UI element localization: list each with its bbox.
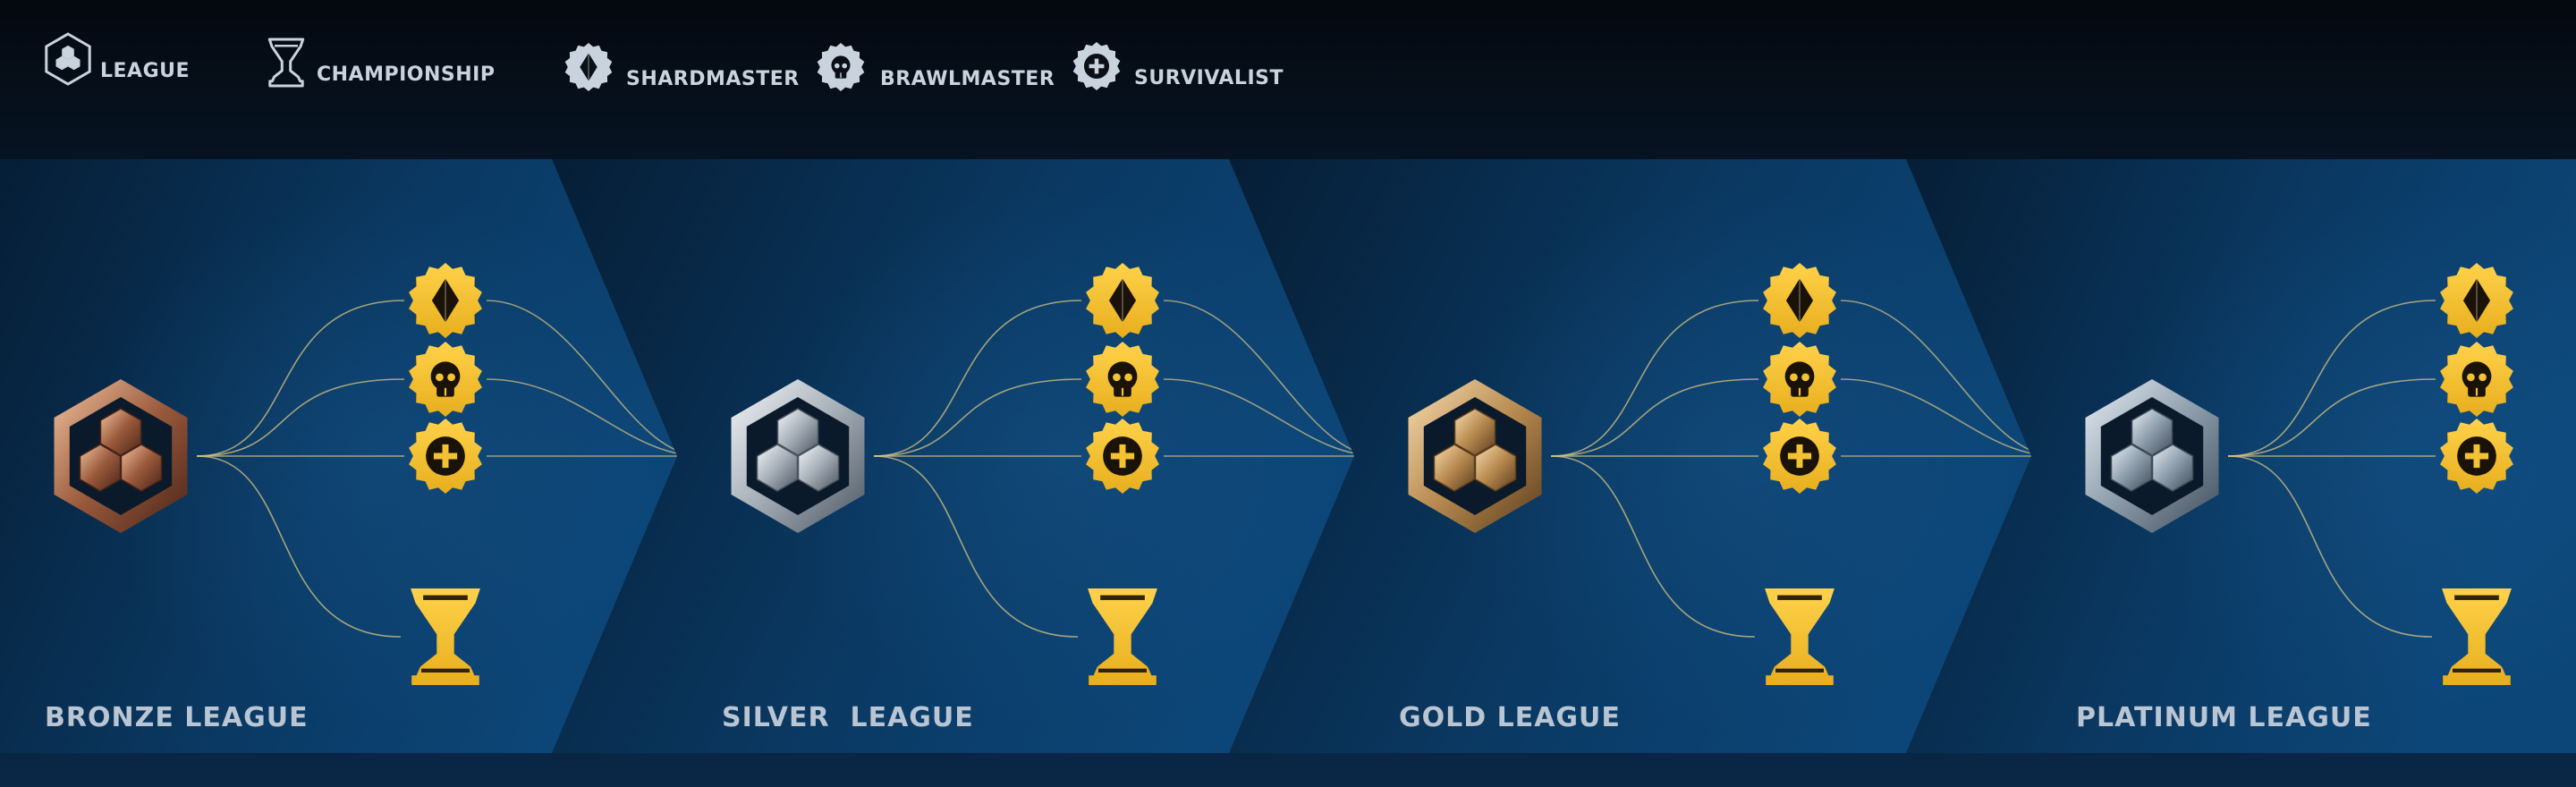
legend-label-survivalist: SURVIVALIST (1134, 67, 1284, 89)
legend-label-league: LEAGUE (100, 60, 191, 82)
championship-icon (267, 38, 305, 88)
league-panel-silver (552, 159, 1380, 753)
bronze-league-badge (54, 379, 188, 533)
league-icon (45, 32, 91, 86)
shardmaster-icon (2440, 263, 2513, 338)
platinum-league-badge (2085, 379, 2219, 533)
legend-label-brawlmaster: BRAWLMASTER (880, 68, 1055, 90)
championship-icon (1088, 588, 1157, 685)
reward-connectors (2227, 300, 2436, 638)
reward-connectors (1550, 300, 2057, 638)
silver-league-label: SILVER LEAGUE (722, 702, 974, 733)
survivalist-icon (2440, 419, 2513, 494)
brawlmaster-icon (1763, 342, 1836, 417)
league-panel-gold (1229, 159, 2057, 753)
legend-label-championship: CHAMPIONSHIP (317, 63, 496, 86)
shardmaster-icon (1086, 263, 1159, 338)
gold-league-label: GOLD LEAGUE (1399, 702, 1621, 733)
championship-icon (1765, 588, 1835, 685)
brawlmaster-icon (817, 43, 865, 91)
brawlmaster-icon (1086, 342, 1159, 417)
reward-connectors (873, 300, 1380, 638)
platinum-league-label: PLATINUM LEAGUE (2076, 702, 2372, 733)
championship-icon (2442, 588, 2512, 685)
shardmaster-icon (1763, 263, 1836, 338)
legend-bar (45, 32, 1121, 91)
survivalist-icon (1763, 419, 1836, 494)
survivalist-icon (409, 419, 482, 494)
gold-league-badge (1408, 379, 1542, 533)
shardmaster-icon (409, 263, 482, 338)
league-panel-bronze (0, 159, 703, 753)
shardmaster-icon (564, 43, 613, 91)
legend-label-shardmaster: SHARDMASTER (626, 68, 800, 90)
league-panel-platinum (1906, 159, 2576, 753)
survivalist-icon (1072, 42, 1121, 90)
survivalist-icon (1086, 419, 1159, 494)
bronze-league-label: BRONZE LEAGUE (45, 702, 309, 733)
brawlmaster-icon (409, 342, 482, 417)
silver-league-badge (731, 379, 865, 533)
league-panels (0, 159, 2576, 753)
brawlmaster-icon (2440, 342, 2513, 417)
reward-connectors (196, 300, 703, 638)
championship-icon (411, 588, 480, 685)
